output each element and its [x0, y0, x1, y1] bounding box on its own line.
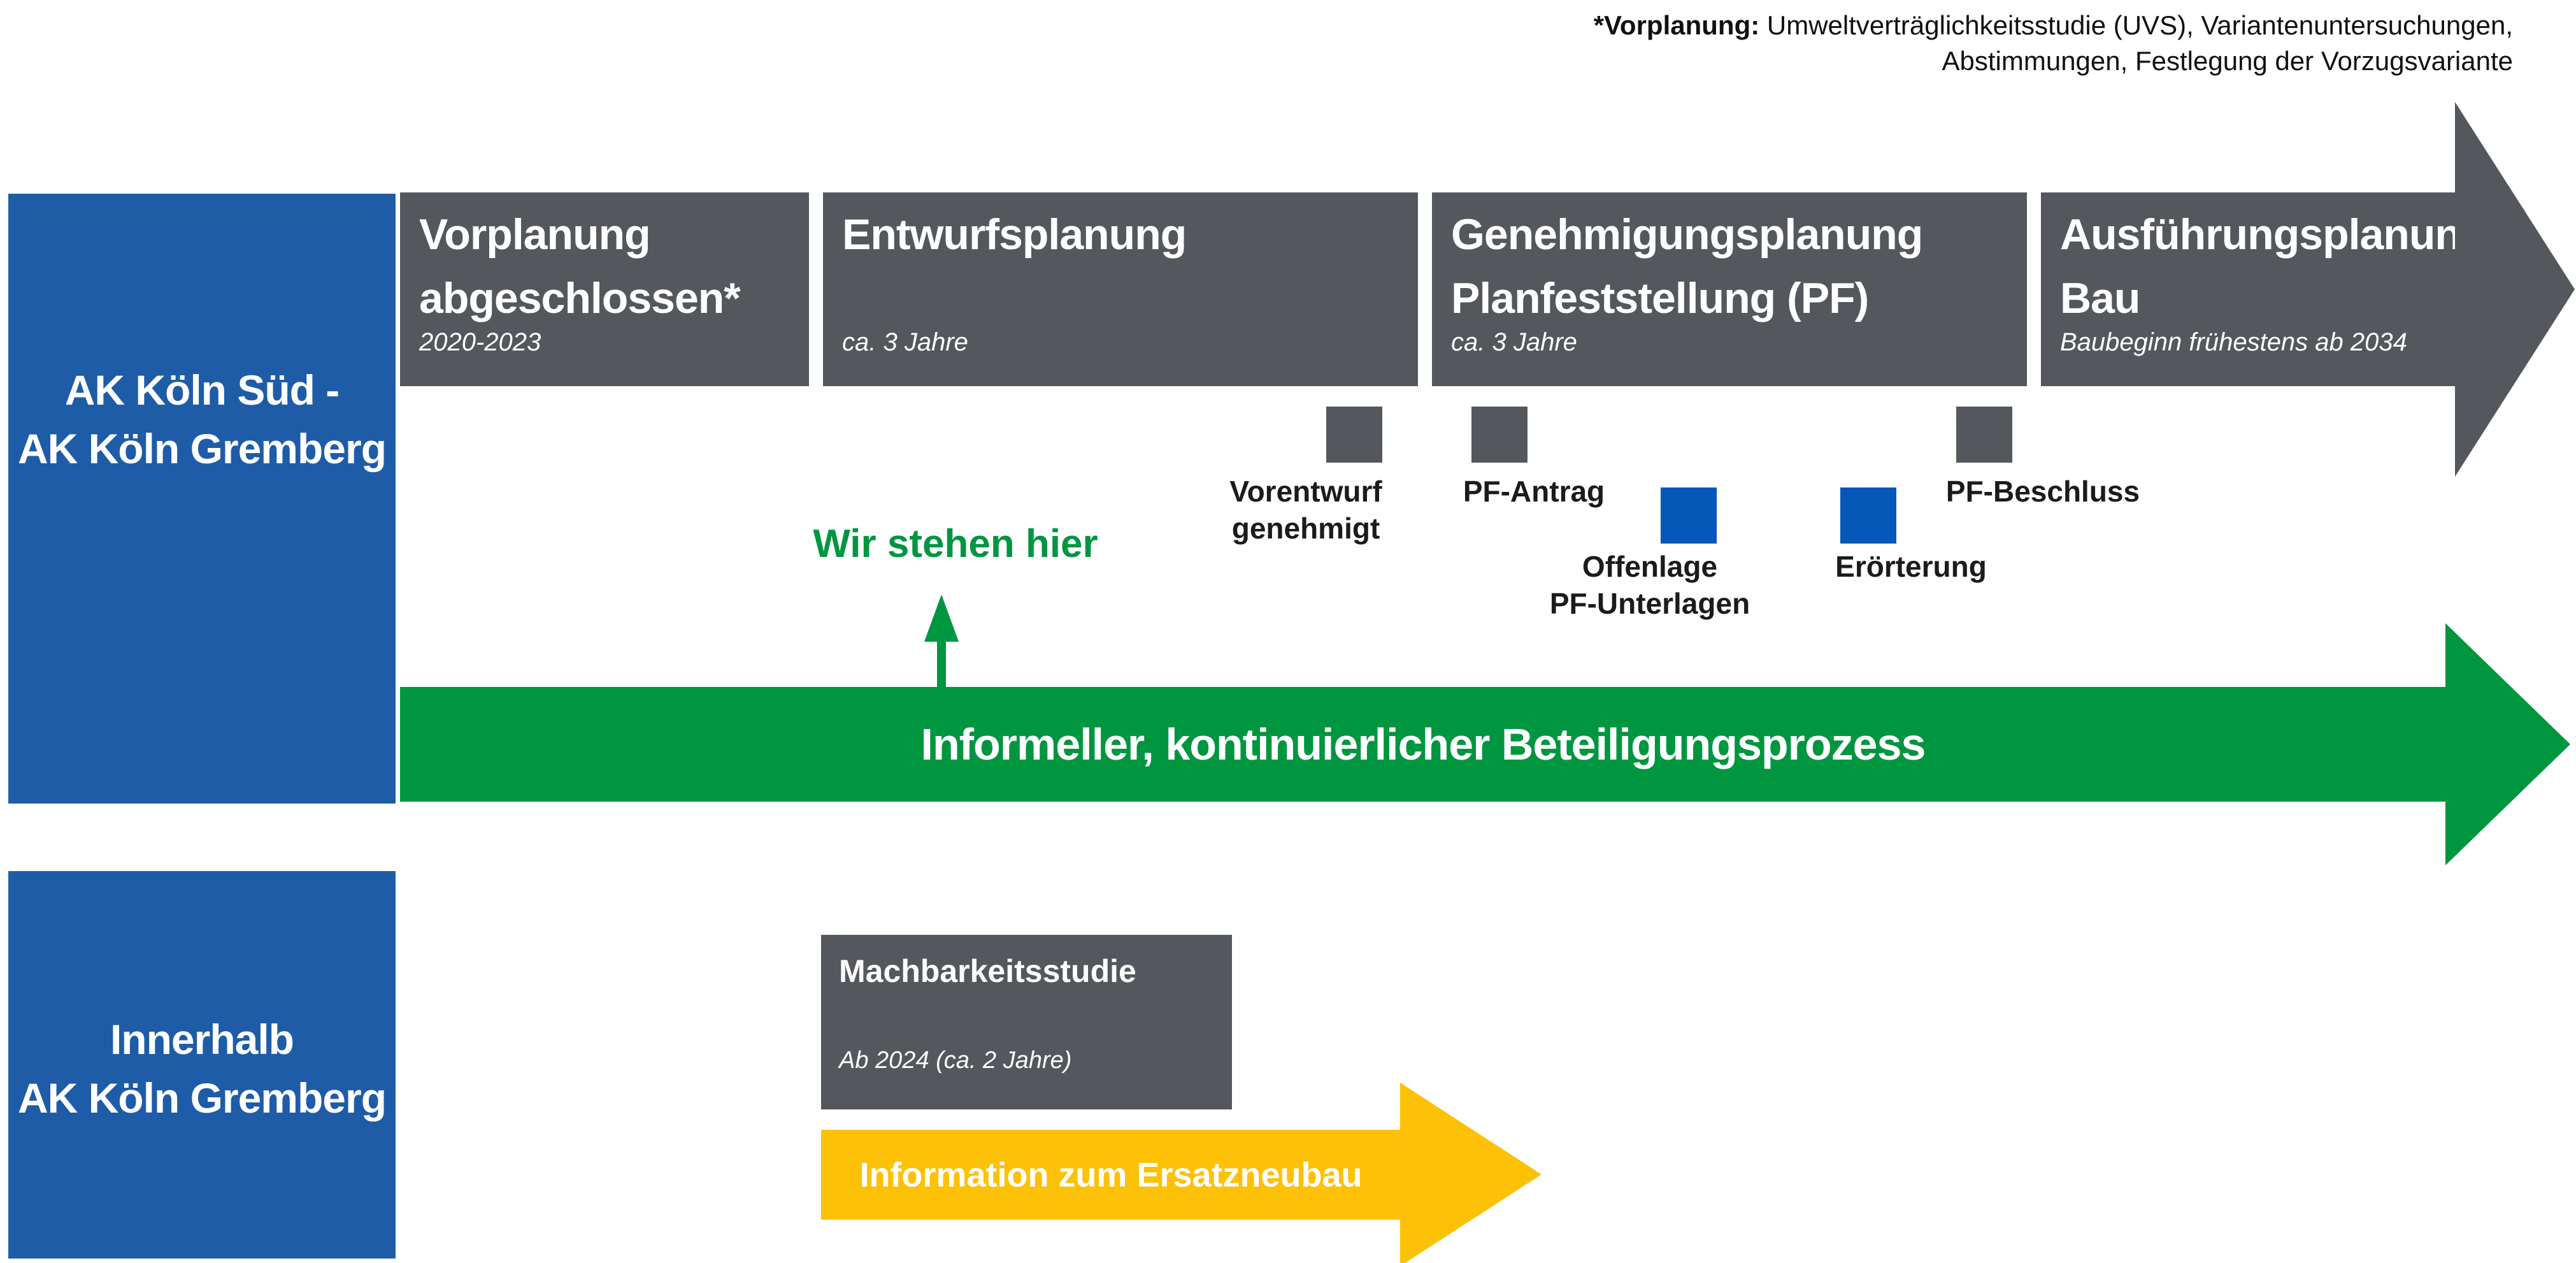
- milestone-square-eroerterung: [1840, 487, 1896, 544]
- milestone-label-line: Erörterung: [1835, 550, 1987, 583]
- milestone-label-pf-antrag: PF-Antrag: [1406, 473, 1661, 510]
- phase4-title-line2: Bau: [2060, 274, 2140, 322]
- milestone-square-pf-beschluss: [1956, 407, 2012, 463]
- phase3-subtitle: ca. 3 Jahre: [1451, 328, 1577, 356]
- phase-box-genehmigungsplanung: Genehmigungsplanung Planfeststellung (PF…: [1432, 192, 2027, 386]
- lane1-line2: AK Köln Gremberg: [17, 425, 387, 472]
- participation-arrow-text: Informeller, kontinuierlicher Beteiligun…: [920, 719, 1926, 769]
- status-marker-arrow-stem: [937, 640, 946, 701]
- milestone-label-pf-beschluss: PF-Beschluss: [1915, 473, 2170, 510]
- status-marker-arrow-icon: [924, 595, 959, 642]
- info-arrow: Information zum Ersatzneubau: [821, 1130, 1401, 1220]
- status-marker-text: Wir stehen hier: [813, 522, 1098, 566]
- phase-box-entwurfsplanung: Entwurfsplanung ca. 3 Jahre: [823, 192, 1418, 386]
- milestone-label-eroerterung: Erörterung: [1784, 548, 2038, 585]
- phase-box-vorplanung: Vorplanung abgeschlossen* 2020-2023: [400, 192, 809, 386]
- milestone-square-offenlage: [1661, 487, 1717, 544]
- phase-title: Entwurfsplanung: [842, 203, 1187, 266]
- footnote: *Vorplanung: Umweltverträglichkeitsstudi…: [1594, 8, 2513, 79]
- phase3-title-line1: Genehmigungsplanung: [1451, 210, 1923, 259]
- feasibility-title: Machbarkeitsstudie: [839, 953, 1136, 989]
- milestone-label-line: genehmigt: [1231, 512, 1380, 545]
- info-arrowhead-icon: [1400, 1083, 1542, 1263]
- phase4-title-line1: Ausführungsplanung: [2060, 210, 2487, 259]
- info-arrow-text: Information zum Ersatzneubau: [859, 1155, 1363, 1194]
- phase4-arrowhead-icon: [2455, 102, 2575, 477]
- phase-title: Ausführungsplanung Bau: [2060, 203, 2487, 330]
- lane-label: Innerhalb AK Köln Gremberg: [8, 1010, 396, 1127]
- lane2-line2: AK Köln Gremberg: [17, 1074, 387, 1122]
- participation-arrow: Informeller, kontinuierlicher Beteiligun…: [400, 687, 2446, 802]
- phase1-title-line1: Vorplanung: [419, 210, 651, 259]
- footnote-line1-text: Umweltverträglichkeitsstudie (UVS), Vari…: [1766, 10, 2513, 40]
- feasibility-subtitle: Ab 2024 (ca. 2 Jahre): [839, 1047, 1072, 1074]
- lane-box-ak-koeln-sued-gremberg: AK Köln Süd - AK Köln Gremberg: [8, 194, 396, 804]
- milestone-label-line: PF-Unterlagen: [1549, 587, 1750, 620]
- phase-box-ausfuehrungsplanung: Ausführungsplanung Bau Baubeginn frühest…: [2041, 192, 2487, 386]
- milestone-label-vorentwurf: Vorentwurf genehmigt: [1178, 473, 1433, 547]
- phase-title: Genehmigungsplanung Planfeststellung (PF…: [1451, 203, 1923, 330]
- phase2-title-line1: Entwurfsplanung: [842, 210, 1187, 259]
- footnote-line1: *Vorplanung: Umweltverträglichkeitsstudi…: [1594, 8, 2513, 43]
- milestone-square-vorentwurf-genehmigt: [1326, 407, 1382, 463]
- milestone-label-line: PF-Antrag: [1463, 475, 1605, 508]
- participation-arrowhead-icon: [2445, 623, 2570, 865]
- phase1-subtitle: 2020-2023: [419, 328, 541, 356]
- lane-label: AK Köln Süd - AK Köln Gremberg: [8, 361, 396, 478]
- feasibility-study-box: Machbarkeitsstudie Ab 2024 (ca. 2 Jahre): [821, 935, 1232, 1109]
- lane-box-innerhalb-gremberg: Innerhalb AK Köln Gremberg: [8, 871, 396, 1259]
- milestone-label-offenlage: Offenlage PF-Unterlagen: [1510, 548, 1790, 622]
- footnote-line2: Abstimmungen, Festlegung der Vorzugsvari…: [1942, 46, 2514, 76]
- phase-title: Vorplanung abgeschlossen*: [419, 203, 741, 330]
- milestone-label-line: PF-Beschluss: [1945, 475, 2140, 508]
- lane1-line1: AK Köln Süd -: [64, 366, 340, 414]
- phase3-title-line2: Planfeststellung (PF): [1451, 274, 1869, 322]
- phase2-subtitle: ca. 3 Jahre: [842, 328, 968, 356]
- phase4-subtitle: Baubeginn frühestens ab 2034: [2060, 328, 2407, 356]
- milestone-square-pf-antrag: [1471, 407, 1528, 463]
- milestone-label-line: Offenlage: [1582, 550, 1718, 583]
- milestone-label-line: Vorentwurf: [1229, 475, 1382, 508]
- footnote-term: *Vorplanung:: [1593, 10, 1760, 40]
- phase1-title-line2: abgeschlossen*: [419, 274, 741, 322]
- lane2-line1: Innerhalb: [110, 1016, 294, 1063]
